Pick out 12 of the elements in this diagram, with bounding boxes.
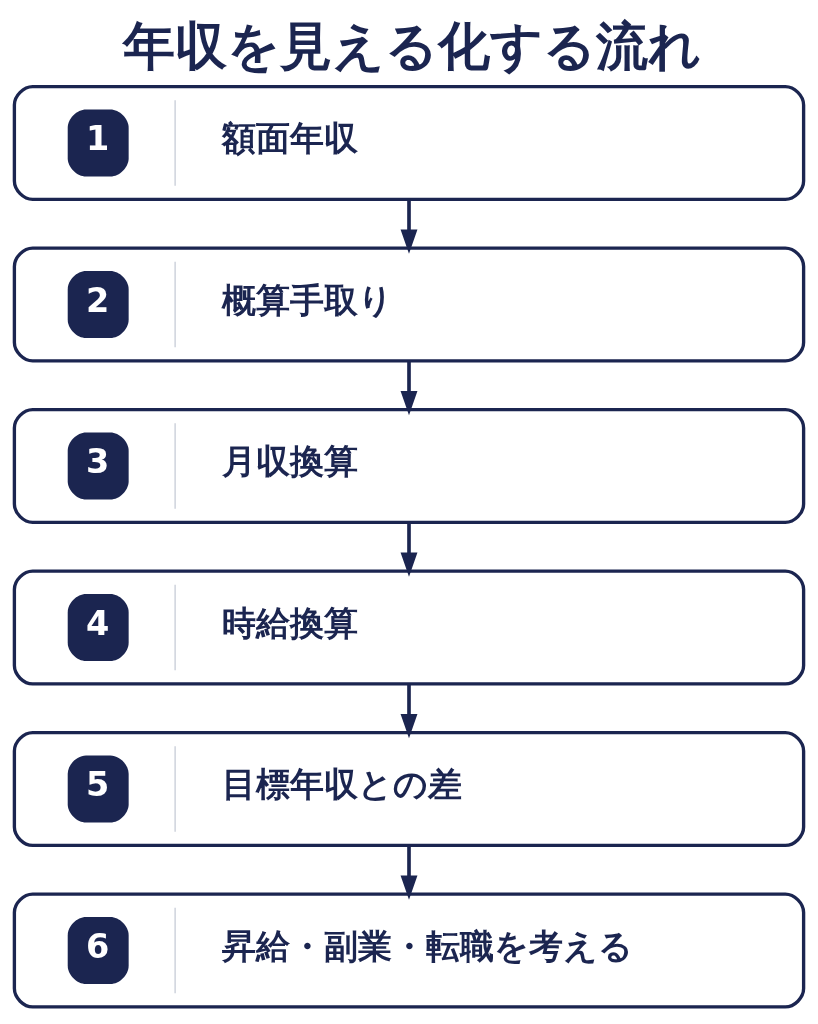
arrow [400,360,418,415]
node-box: 4 時給換算 [12,569,806,686]
node-box: 1 額面年収 [12,84,806,201]
arrow [400,199,418,254]
arrow [400,683,418,738]
diagram-title: 年収を見える化する流れ [122,15,701,76]
node-box: 3 月収換算 [12,407,806,524]
node-box: 2 概算手取り [12,246,806,363]
arrow [400,845,418,900]
arrow [400,522,418,577]
node-box: 5 目標年収との差 [12,730,806,847]
node-box: 6 昇給・副業・転職を考える [12,892,806,1009]
